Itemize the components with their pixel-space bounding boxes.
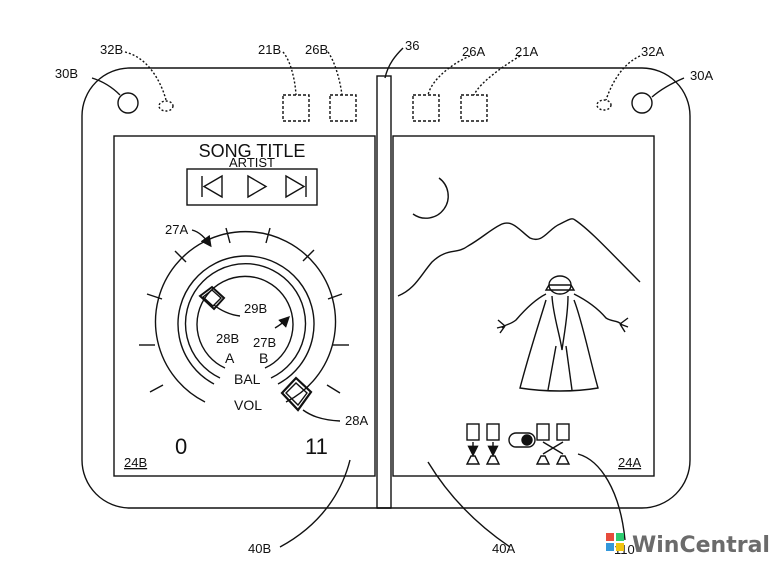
play-icon[interactable] — [247, 174, 268, 199]
device-frame — [81, 67, 691, 509]
artist-name: ARTIST — [229, 155, 275, 170]
ref-24a: 24A — [618, 455, 641, 470]
ref-28a: 28A — [345, 413, 368, 428]
sensor-21a — [460, 94, 488, 122]
song-title: SONG TITLE — [199, 141, 306, 161]
balance-right-label: B — [259, 350, 268, 366]
hinge — [376, 75, 392, 509]
camera-30b — [117, 92, 139, 114]
volume-min-label: 0 — [175, 434, 187, 459]
screen-left — [113, 135, 376, 477]
ref-26a: 26A — [462, 44, 485, 59]
ref-26b: 26B — [305, 42, 328, 57]
previous-icon[interactable] — [202, 174, 223, 199]
sensor-32a — [596, 99, 612, 111]
watermark-logo-icon — [606, 533, 614, 541]
balance-left-label: A — [225, 350, 235, 366]
ref-21a: 21A — [515, 44, 538, 59]
mountain-range — [397, 218, 641, 297]
ref-28b: 28B — [216, 331, 239, 346]
sensor-26a — [412, 94, 440, 122]
ref-40a: 40A — [492, 541, 515, 556]
ref-21b: 21B — [258, 42, 281, 57]
transport-controls[interactable] — [186, 168, 318, 206]
sensor-21b — [282, 94, 310, 122]
dial-ticks — [139, 227, 349, 394]
screen-right — [392, 135, 655, 477]
watermark-text: WinCentral — [632, 533, 770, 558]
next-icon[interactable] — [285, 174, 306, 199]
balance-knob-29b[interactable] — [198, 285, 226, 311]
ref-27a: 27A — [165, 222, 188, 237]
speaker-status-icons — [465, 423, 571, 465]
sensor-26b — [329, 94, 357, 122]
volume-knob-28a[interactable] — [280, 376, 313, 412]
sensor-32b — [158, 100, 174, 112]
ref-27b: 27B — [253, 335, 276, 350]
watermark: WinCentral — [606, 533, 770, 558]
ref-32a: 32A — [641, 44, 664, 59]
ref-36: 36 — [405, 38, 419, 53]
ref-30b: 30B — [55, 66, 78, 81]
camera-30a — [631, 92, 653, 114]
ref-30a: 30A — [690, 68, 713, 83]
ref-32b: 32B — [100, 42, 123, 57]
wizard-figure — [496, 275, 629, 392]
toggle-switch[interactable] — [508, 432, 536, 448]
ref-29b: 29B — [244, 301, 267, 316]
moon-icon — [412, 177, 449, 219]
ref-40b: 40B — [248, 541, 271, 556]
volume-max-label: 11 — [305, 434, 328, 459]
ref-24b: 24B — [124, 455, 147, 470]
balance-label: BAL — [234, 371, 261, 387]
volume-label: VOL — [234, 397, 262, 413]
volume-dial[interactable] — [154, 231, 337, 403]
